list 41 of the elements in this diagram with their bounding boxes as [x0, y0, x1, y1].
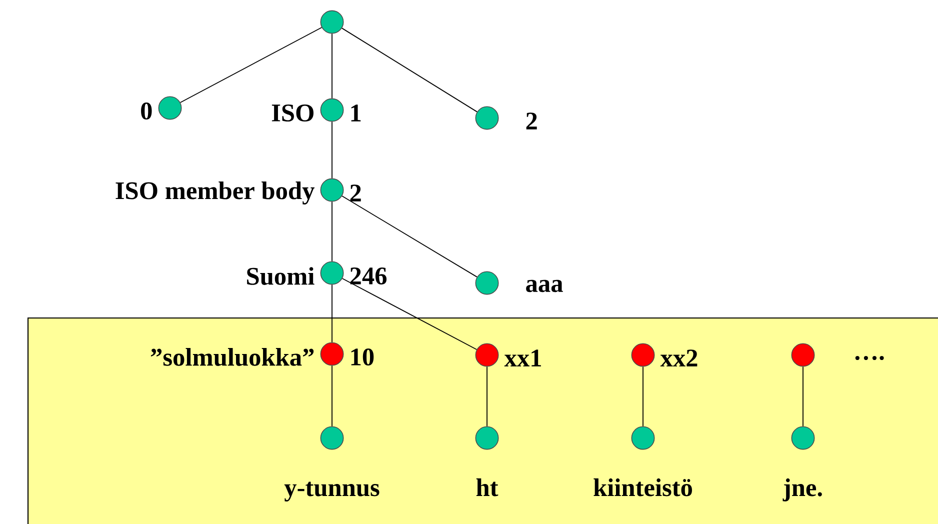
tree-node [320, 98, 344, 122]
connector-line [342, 28, 478, 112]
node-label: xx1 [504, 350, 541, 366]
tree-node [475, 426, 499, 450]
tree-node [791, 343, 815, 367]
tree-node [475, 343, 499, 367]
tree-node [791, 426, 815, 450]
node-label: …. [855, 356, 884, 360]
connector-line [180, 27, 322, 103]
connector-line [342, 196, 478, 278]
node-label: jne. [782, 478, 822, 502]
tree-node [631, 426, 655, 450]
node-label: 2 [350, 184, 361, 202]
node-label: 246 [350, 267, 387, 284]
node-label: Suomi [247, 267, 314, 285]
band-box [27, 317, 938, 524]
node-label: y-tunnus [284, 482, 380, 502]
connector-line [642, 366, 644, 427]
tree-node [320, 426, 344, 450]
node-label: 2 [526, 112, 537, 130]
tree-node [320, 261, 344, 285]
tree-node [320, 10, 344, 34]
node-label: 1 [351, 104, 361, 122]
node-label: xx2 [660, 350, 698, 366]
node-label: 0 [141, 102, 152, 120]
node-label: 10 [351, 348, 374, 366]
node-label: ht [476, 478, 498, 496]
tree-node [475, 271, 499, 295]
node-label: ISO [272, 104, 314, 122]
tree-node [320, 342, 344, 366]
node-label: ISO member body [116, 181, 314, 204]
node-label: aaa [526, 280, 563, 292]
tree-node [631, 343, 655, 367]
connector-line [802, 366, 804, 427]
connector-line [486, 366, 488, 427]
node-label: kiinteistö [594, 478, 692, 496]
tree-node [158, 96, 182, 120]
node-label: ”solmuluokka” [150, 348, 314, 366]
tree-node [320, 178, 344, 202]
tree-node [475, 106, 499, 130]
connector-line [342, 278, 478, 350]
